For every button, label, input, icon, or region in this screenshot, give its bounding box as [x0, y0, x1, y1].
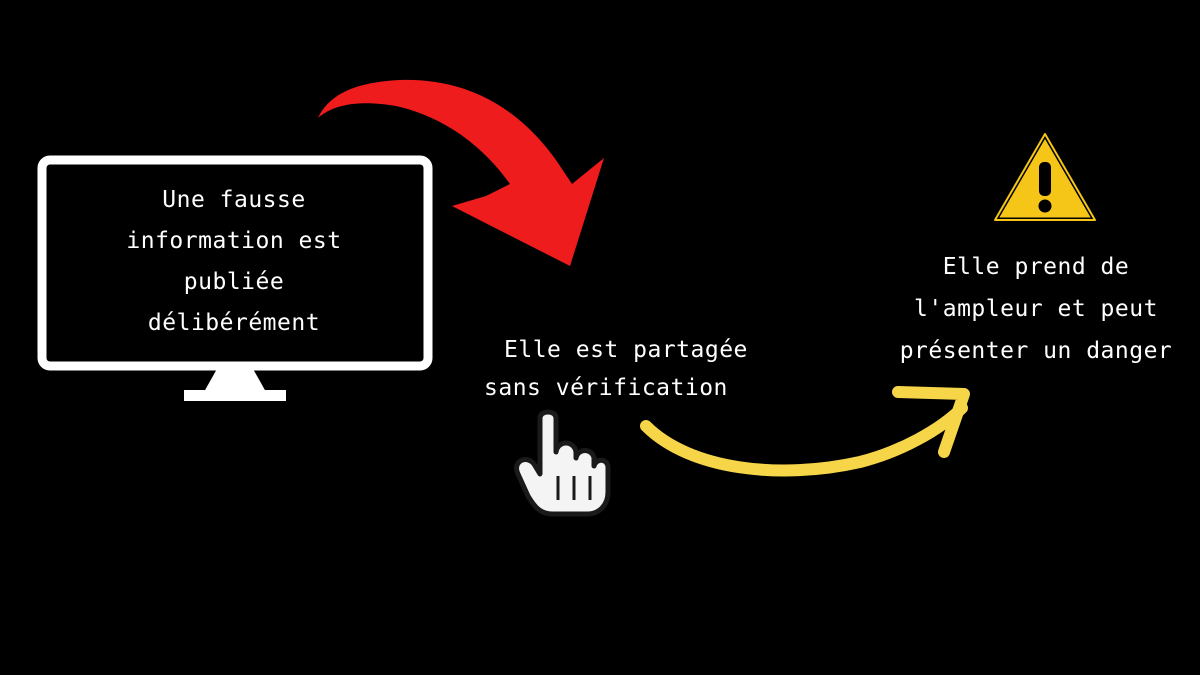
curved-arrow-icon: [640, 386, 970, 477]
step-3-line: l'ampleur et peut: [914, 296, 1158, 322]
step-1-line: publiée: [183, 269, 285, 295]
step-1-line: délibérément: [147, 310, 321, 336]
step-1-line: Une fausse: [162, 187, 306, 213]
curved-arrow-icon: [318, 79, 604, 267]
step-1-line: information est: [126, 228, 342, 254]
warning-icon: [992, 131, 1098, 223]
hand-pointer-icon: [514, 409, 611, 517]
step-2-line: sans vérification: [484, 375, 728, 401]
step-3-line: présenter un danger: [899, 338, 1173, 364]
step-2-line: Elle est partagée: [504, 337, 748, 363]
step-1-text: Une fausse information est publiée délib…: [48, 180, 420, 344]
step-2-text: Elle est partagée sans vérification: [484, 331, 748, 407]
step-3-text: Elle prend de l'ampleur et peut présente…: [872, 246, 1200, 372]
monitor-icon: [37, 155, 433, 401]
step-3-line: Elle prend de: [942, 254, 1130, 280]
